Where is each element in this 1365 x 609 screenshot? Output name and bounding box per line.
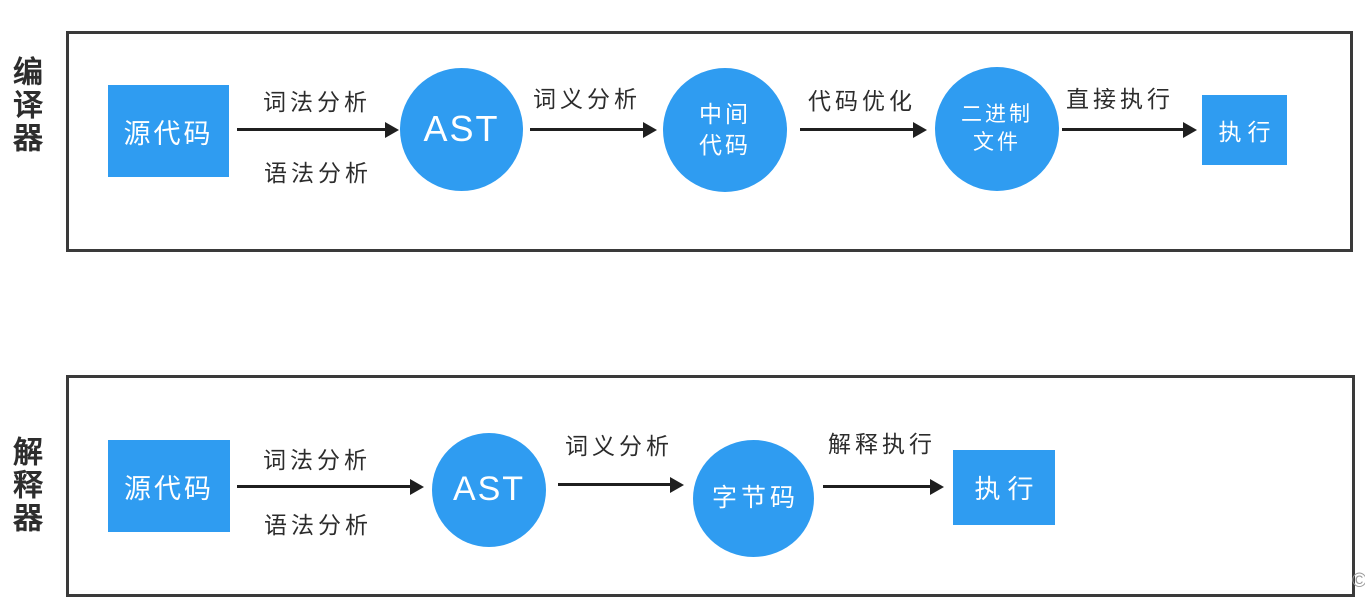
compiler-source-code-node: 源代码 <box>108 85 229 177</box>
edge-label-lexical-analysis: 词法分析 <box>263 447 371 473</box>
bytecode-node: 字节码 <box>693 440 814 557</box>
intermediate-code-line2: 代码 <box>699 132 751 158</box>
binary-file-line2: 文件 <box>973 131 1021 154</box>
arrow-right-icon <box>558 476 684 493</box>
arrow-right-icon <box>800 121 927 138</box>
arrow-right-icon <box>237 121 399 138</box>
edge-label-lexical-analysis: 词法分析 <box>263 89 371 115</box>
arrow-right-icon <box>1062 121 1197 138</box>
interpreter-execute-node: 执行 <box>953 450 1055 525</box>
interpreter-ast-node: AST <box>432 433 546 547</box>
arrow-right-icon <box>237 478 424 495</box>
arrow-right-icon <box>530 121 657 138</box>
interpreter-source-code-node: 源代码 <box>108 440 230 532</box>
edge-label-code-optimization: 代码优化 <box>808 88 916 114</box>
intermediate-code-node: 中间 代码 <box>663 68 787 192</box>
copyright-watermark: © <box>1352 570 1365 592</box>
ast-label: AST <box>452 470 526 509</box>
compiler-ast-node: AST <box>400 68 523 191</box>
arrow-right-icon <box>823 478 944 495</box>
interpreter-frame <box>66 375 1355 597</box>
binary-file-line1: 二进制 <box>961 102 1033 126</box>
edge-label-direct-execution: 直接执行 <box>1066 86 1174 112</box>
edge-label-semantic-analysis: 词义分析 <box>533 86 641 112</box>
compiler-side-label: 编译器 <box>8 56 41 155</box>
compiler-frame <box>66 31 1353 252</box>
edge-label-interpret-execution: 解释执行 <box>828 431 936 457</box>
ast-label: AST <box>423 108 500 150</box>
compiler-execute-node: 执行 <box>1202 95 1287 165</box>
bytecode-label: 字节码 <box>711 483 799 512</box>
edge-label-semantic-analysis: 词义分析 <box>565 433 673 459</box>
edge-label-syntax-analysis: 语法分析 <box>264 512 372 538</box>
edge-label-syntax-analysis: 语法分析 <box>264 160 372 186</box>
intermediate-code-line1: 中间 <box>699 100 751 127</box>
interpreter-side-label: 解释器 <box>8 436 41 535</box>
binary-file-node: 二进制 文件 <box>935 67 1059 191</box>
